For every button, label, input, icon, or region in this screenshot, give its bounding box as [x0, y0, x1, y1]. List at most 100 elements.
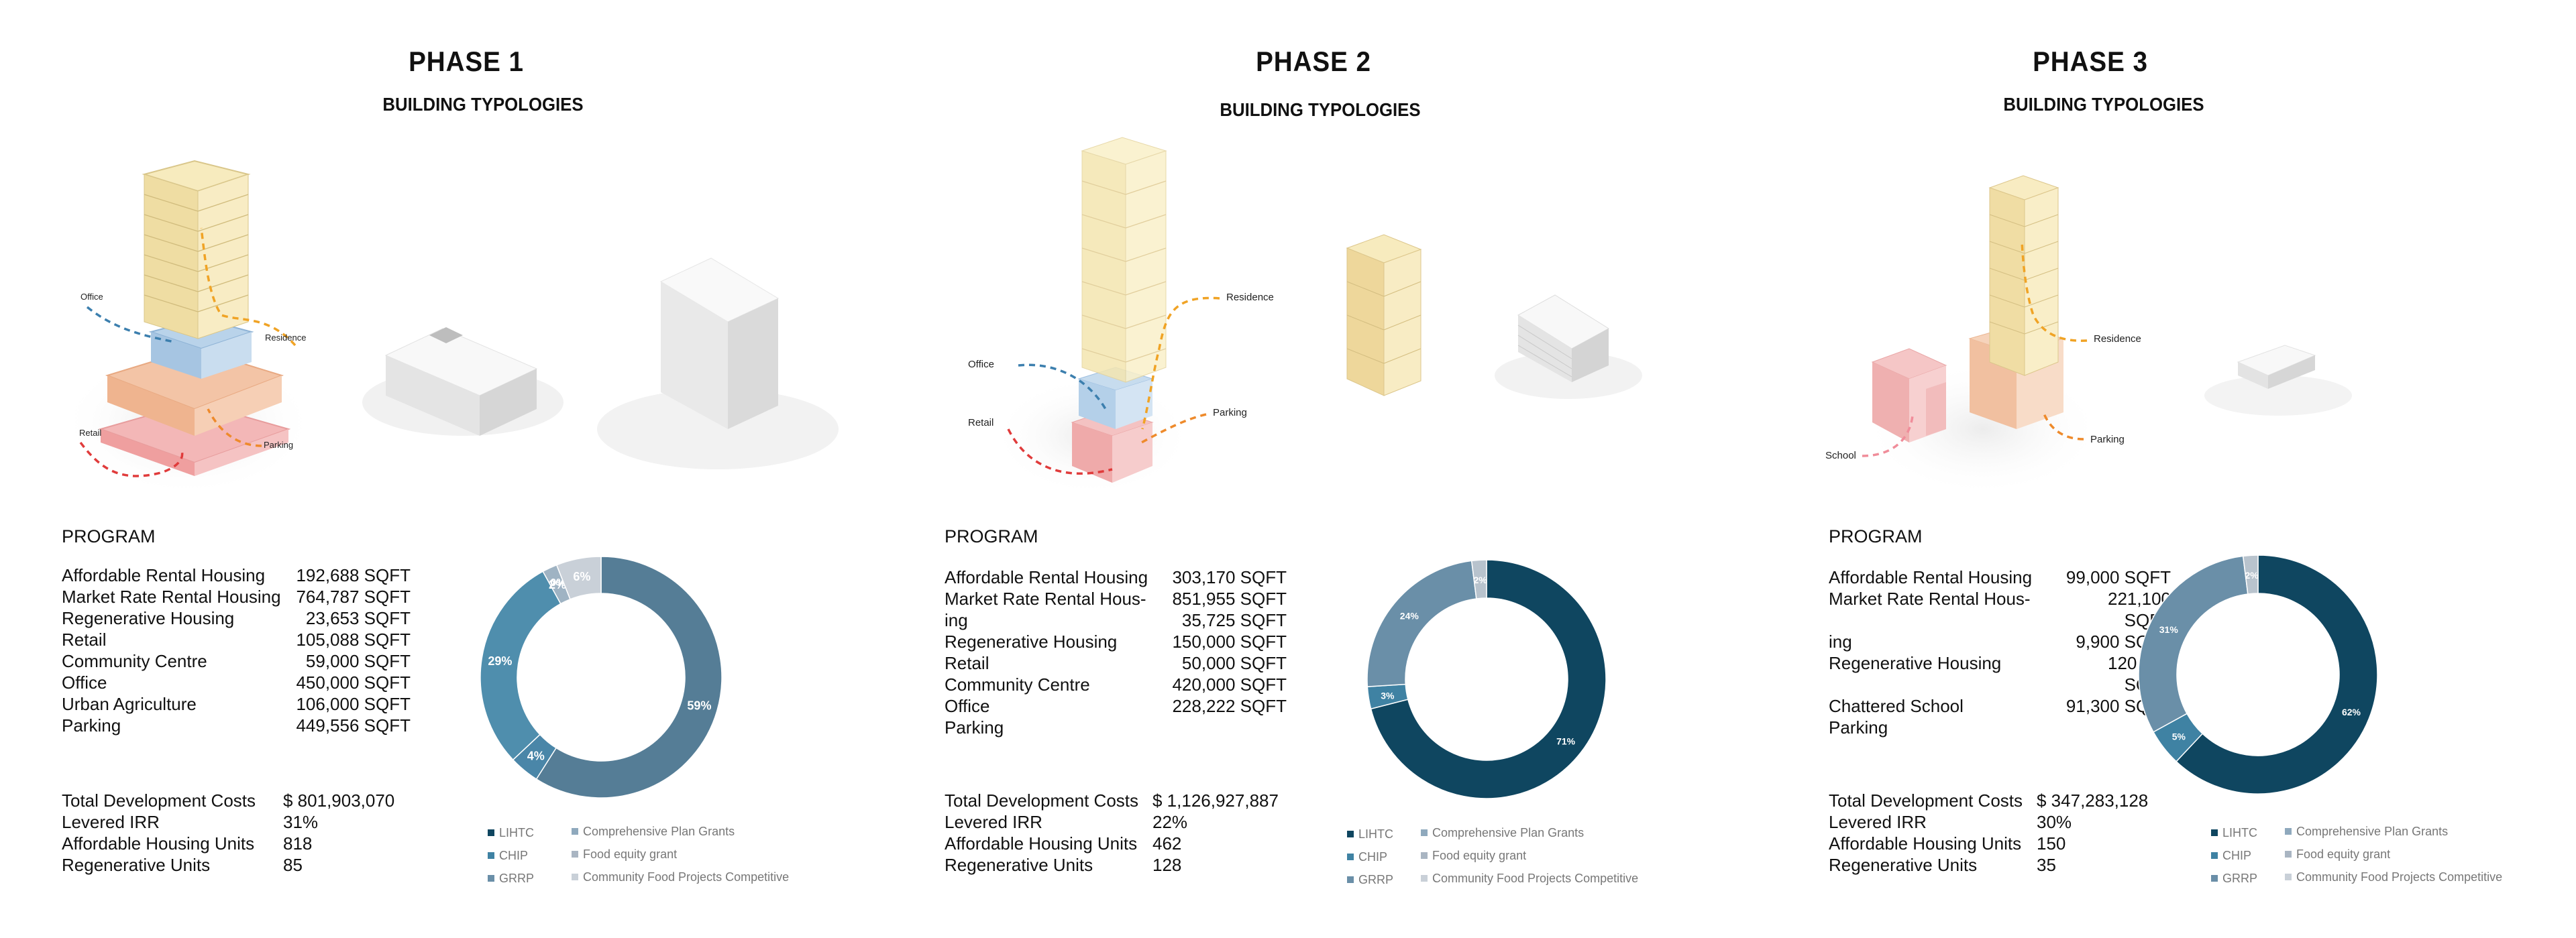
- phase-title: PHASE 3: [2033, 46, 2148, 77]
- legend-swatch: [2211, 829, 2218, 836]
- legend-item-chip: CHIP: [488, 849, 528, 863]
- residence-label: Residence: [2094, 333, 2141, 345]
- legend-item-grrp: GRRP: [488, 872, 534, 886]
- legend-swatch: [572, 851, 578, 858]
- table-row: Total Development Costs$ 1,126,927,887: [945, 790, 1279, 811]
- parking-arrow: [1138, 413, 1207, 445]
- box-massing: [597, 257, 839, 469]
- parking-arrow: [2042, 412, 2084, 441]
- funding-donut-chart: 71% 3% 24% 2%: [1366, 559, 1607, 799]
- donut-data-label-grrp: 24%: [1400, 611, 1419, 622]
- legend-item-food-equity-grant: Food equity grant: [1421, 849, 1526, 863]
- residence-label: Residence: [265, 333, 306, 343]
- office-arrow: [86, 306, 175, 343]
- parking-label: Parking: [2090, 434, 2125, 445]
- residential-tower: [1081, 137, 1167, 383]
- donut-data-label-comprehensive-plan-grants: 2%: [2245, 570, 2259, 581]
- donut-data-label-chip: 3%: [1381, 690, 1395, 701]
- legend-swatch: [2285, 851, 2292, 858]
- donut-data-label-lihtc: 62%: [2342, 707, 2361, 717]
- legend-item-chip: CHIP: [1347, 850, 1387, 864]
- program-title: PROGRAM: [62, 526, 156, 546]
- retail-label: Retail: [968, 417, 994, 428]
- legend-item-community-food-projects: Community Food Projects Competitive: [572, 870, 789, 884]
- legend-swatch: [1347, 876, 1354, 883]
- phase-subtitle: BUILDING TYPOLOGIES: [2003, 94, 2204, 115]
- table-row: Total Development Costs$ 801,903,070: [62, 790, 395, 811]
- school-block: [1871, 348, 1947, 443]
- retail-arrow: [79, 441, 184, 477]
- legend-swatch: [1421, 875, 1428, 882]
- legend-swatch: [2211, 875, 2218, 882]
- legend-swatch: [2285, 874, 2292, 880]
- donut-data-label-lihtc: 71%: [1556, 736, 1576, 747]
- legend-item-community-food-projects: Community Food Projects Competitive: [1421, 872, 1638, 886]
- donut-data-label-comprehensive-plan-grants: 2%: [1473, 575, 1487, 585]
- legend-swatch: [2211, 852, 2218, 859]
- table-row: Total Development Costs$ 347,283,128: [1829, 790, 2149, 811]
- legend-item-comprehensive-plan-grants: Comprehensive Plan Grants: [1421, 826, 1584, 840]
- office-arrow: [1018, 363, 1107, 410]
- funding-donut-chart: 62% 5% 31% 2%: [2138, 554, 2378, 795]
- table-row: Parking: [945, 717, 1004, 738]
- building-typologies-illustration: Office Residence Retail Parking: [60, 160, 839, 496]
- summary-table: Total Development Costs$ 801,903,070 Lev…: [62, 790, 394, 876]
- donut-slice-community-food-projects-competitive: [555, 556, 602, 600]
- residence-arrow: [1141, 296, 1220, 430]
- legend-item-chip: CHIP: [2211, 849, 2251, 863]
- slab-massing: [1495, 294, 1642, 399]
- donut-data-label-grrp: 31%: [2159, 624, 2179, 635]
- residence-arrow: [200, 227, 297, 347]
- donut-data-label-comprehensive-plan-grants: 2%: [549, 578, 566, 591]
- legend-item-comprehensive-plan-grants: Comprehensive Plan Grants: [572, 825, 735, 839]
- building-typologies-illustration: Office Residence Retail Parking: [968, 137, 1642, 496]
- legend-swatch: [572, 874, 578, 880]
- donut-slice-comprehensive-plan-grants: [1470, 559, 1487, 599]
- stacked-block-massing: [1346, 234, 1422, 396]
- building-typologies-illustration: School Residence Parking: [1825, 175, 2352, 496]
- phase-title: PHASE 1: [409, 46, 524, 77]
- residential-tower: [1988, 175, 2059, 376]
- donut-data-label-chip: 5%: [2172, 731, 2186, 742]
- donut-slice-grrp: [480, 571, 561, 761]
- legend-swatch: [572, 828, 578, 835]
- parking-label: Parking: [1213, 407, 1247, 418]
- phase-subtitle: BUILDING TYPOLOGIES: [1220, 99, 1421, 120]
- summary-table: Total Development Costs$ 347,283,128 Lev…: [1829, 790, 2148, 876]
- summary-table: Total Development Costs$ 1,126,927,887 L…: [945, 790, 1279, 876]
- donut-slice-comprehensive-plan-grants: [2242, 554, 2259, 595]
- phase-1-panel: PHASE 1 BUILDING TYPOLOGIES: [0, 0, 859, 938]
- legend-item-lihtc: LIHTC: [488, 826, 534, 840]
- legend-swatch: [488, 852, 494, 859]
- h-shaped-massing: [362, 327, 564, 436]
- donut-data-label-food-equity-grant: 0%: [550, 577, 566, 589]
- table-row: Market Rate Rental Hous-851,955 SQFT: [945, 589, 1287, 609]
- legend-swatch: [1347, 831, 1354, 837]
- parking-label: Parking: [264, 440, 293, 450]
- donut-slice-lihtc: [1370, 559, 1607, 799]
- legend-item-lihtc: LIHTC: [1347, 827, 1393, 841]
- donut-data-label-chip: 4%: [527, 750, 545, 763]
- legend-item-food-equity-grant: Food equity grant: [2285, 847, 2390, 862]
- legend-swatch: [1421, 852, 1428, 859]
- program-title: PROGRAM: [945, 526, 1038, 546]
- donut-slice-lihtc: [2176, 554, 2378, 795]
